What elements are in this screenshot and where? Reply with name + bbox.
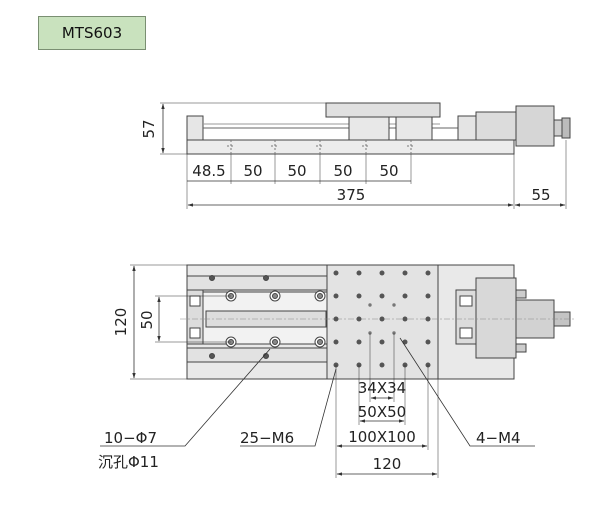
dim-hole-pitch-34: 34X34 bbox=[358, 379, 406, 397]
side-view bbox=[186, 102, 571, 155]
side-base-plate bbox=[186, 139, 515, 155]
model-badge: MTS603 bbox=[38, 16, 146, 50]
side-motor-mount bbox=[457, 115, 477, 141]
side-carriage-block bbox=[348, 116, 390, 141]
side-table-top bbox=[325, 102, 441, 118]
dim-motor-length: 55 bbox=[531, 186, 550, 204]
top-view bbox=[180, 264, 575, 380]
side-left-end bbox=[186, 115, 204, 141]
label-counterbore: 沉孔Φ11 bbox=[98, 453, 159, 471]
label-mount-holes: 10−Φ7 bbox=[104, 429, 157, 447]
dim-length: 375 bbox=[337, 186, 366, 204]
side-motor bbox=[515, 105, 555, 147]
top-motor bbox=[475, 277, 517, 359]
label-m4-holes: 4−M4 bbox=[476, 429, 521, 447]
dim-hole-pitch-100: 100X100 bbox=[348, 428, 416, 446]
counterbore-holes bbox=[209, 275, 326, 359]
dim-hole-pitch-50: 50X50 bbox=[358, 403, 406, 421]
top-carriage-table bbox=[326, 264, 439, 380]
dim-table-width: 120 bbox=[373, 455, 402, 473]
dim-spacing-1: 48.5 bbox=[192, 162, 225, 180]
top-dimensions bbox=[100, 264, 535, 478]
side-dimensions bbox=[160, 102, 567, 209]
dim-spacing-4: 50 bbox=[333, 162, 352, 180]
dim-spacing-2: 50 bbox=[243, 162, 262, 180]
label-tapped-holes: 25−M6 bbox=[240, 429, 294, 447]
dim-spacing-3: 50 bbox=[287, 162, 306, 180]
dim-outer-width: 120 bbox=[112, 308, 130, 337]
dim-inner-width: 50 bbox=[138, 310, 156, 329]
dim-height: 57 bbox=[140, 119, 158, 138]
dim-spacing-5: 50 bbox=[379, 162, 398, 180]
model-label: MTS603 bbox=[61, 24, 123, 42]
